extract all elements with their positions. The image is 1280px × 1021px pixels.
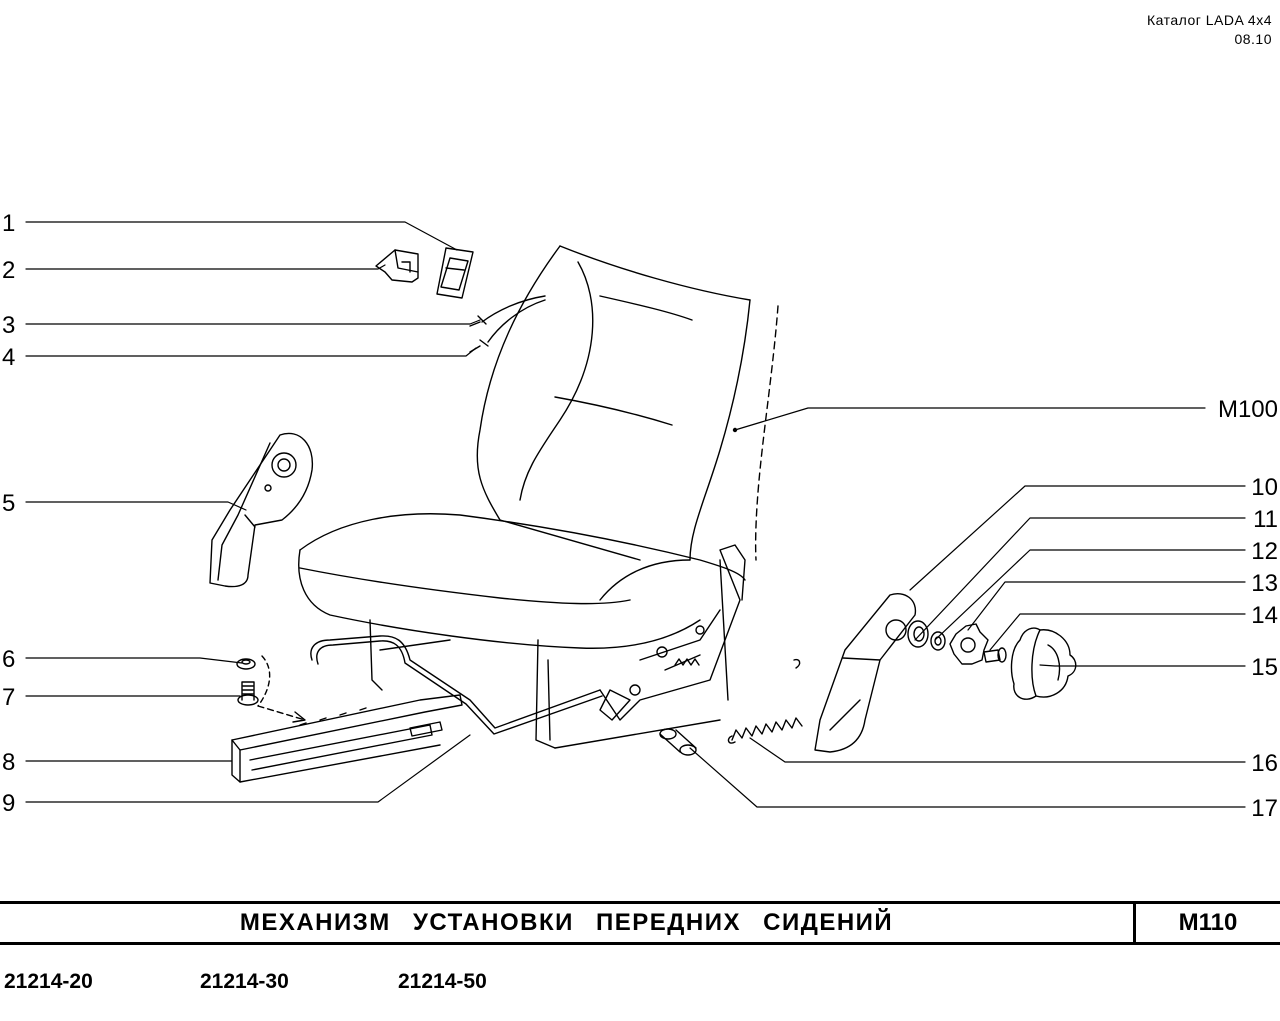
part-6-nut (236, 658, 256, 670)
part-8-rail (231, 694, 463, 783)
page-title: МЕХАНИЗМ УСТАНОВКИ ПЕРЕДНИХ СИДЕНИЙ (239, 909, 894, 936)
part-5-side-plate (209, 432, 314, 588)
callout-m100: M100 (1218, 396, 1278, 423)
catalog-header: Каталог LADA 4x4 (1146, 12, 1272, 28)
part-13-star-washer (949, 623, 989, 665)
part-9-rod (310, 635, 603, 735)
part-17-bushing (659, 728, 697, 756)
callout-3: 3 (2, 312, 15, 339)
callout-13: 13 (1251, 570, 1278, 597)
part-14-screw (983, 647, 1007, 663)
seat-outline (298, 245, 779, 749)
callout-15: 15 (1251, 654, 1278, 681)
callout-numbers-right: M100 10 11 12 13 14 15 16 17 (1218, 396, 1278, 822)
callout-16: 16 (1251, 750, 1278, 777)
part-11-washer (907, 620, 929, 648)
callout-7: 7 (2, 684, 15, 711)
part-1-cap (436, 247, 474, 299)
callout-numbers-left: 1 2 3 4 5 6 7 8 9 (2, 210, 15, 817)
part-7-screw (237, 655, 306, 723)
section-code: M110 (1178, 909, 1238, 936)
callout-9: 9 (2, 790, 15, 817)
callout-5: 5 (2, 490, 15, 517)
model-code-1: 21214-20 (4, 970, 93, 993)
seat-mechanism-diagram: 1 2 3 4 5 6 7 8 9 M100 10 11 12 13 14 15… (2, 210, 1278, 822)
catalog-date: 08.10 (1234, 31, 1272, 47)
leader-lines-right (689, 407, 1246, 808)
title-bar: МЕХАНИЗМ УСТАНОВКИ ПЕРЕДНИХ СИДЕНИЙ M110 (0, 901, 1280, 945)
callout-12: 12 (1251, 538, 1278, 565)
callout-10: 10 (1251, 474, 1278, 501)
callout-14: 14 (1251, 602, 1278, 629)
part-12-washer (930, 631, 946, 651)
model-code-3: 21214-50 (398, 970, 487, 993)
leader-lines-left (25, 221, 481, 803)
m100-reference-dot (732, 427, 738, 433)
callout-1: 1 (2, 210, 15, 237)
callout-4: 4 (2, 344, 15, 371)
part-16-spring (727, 658, 803, 744)
callout-6: 6 (2, 646, 15, 673)
part-2-clip (375, 249, 419, 283)
callout-11: 11 (1253, 506, 1278, 533)
callout-8: 8 (2, 749, 15, 776)
part-15-knob (1010, 627, 1077, 700)
model-code-2: 21214-30 (200, 970, 289, 993)
callout-2: 2 (2, 257, 15, 284)
title-divider (1133, 904, 1136, 942)
part-3-4-cables (469, 295, 546, 353)
part-10-lever (814, 593, 917, 753)
callout-17: 17 (1251, 795, 1278, 822)
